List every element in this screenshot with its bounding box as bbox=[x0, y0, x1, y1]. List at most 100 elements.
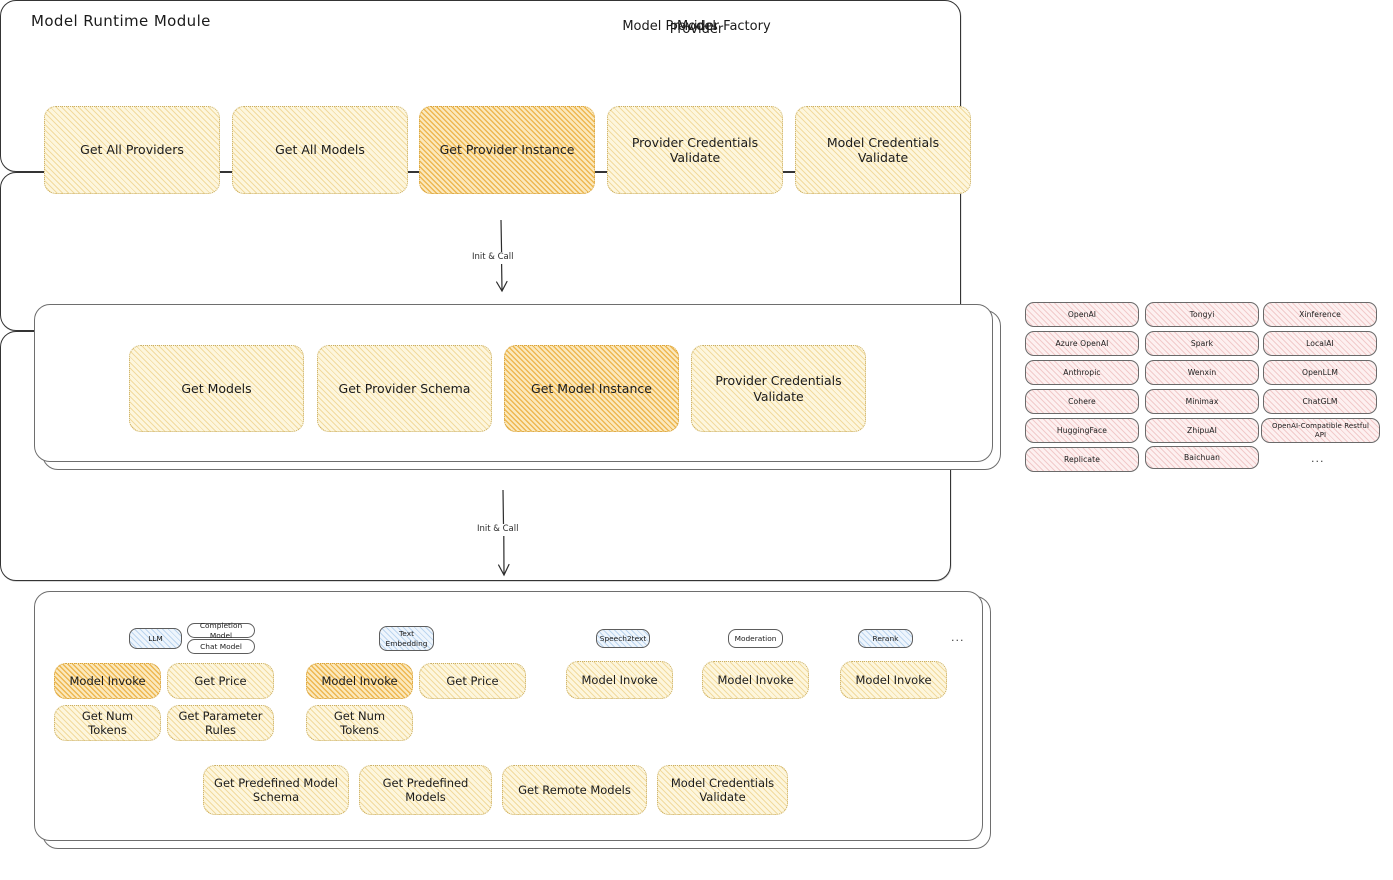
text-embedding-node-get-price[interactable]: Get Price bbox=[419, 663, 526, 699]
model-tag-label: Speech2text bbox=[599, 633, 647, 643]
moderation-node-model-invoke[interactable]: Model Invoke bbox=[702, 661, 809, 699]
rerank-node-model-invoke[interactable]: Model Invoke bbox=[840, 661, 947, 699]
node-label: Provider Credentials Validate bbox=[631, 134, 759, 165]
provider-chip-label: ChatGLM bbox=[1302, 396, 1338, 406]
model-node-get-predefined-model-schema[interactable]: Get Predefined Model Schema bbox=[203, 765, 349, 815]
factory-node-get-all-providers[interactable]: Get All Providers bbox=[44, 106, 220, 194]
llm-node-model-invoke[interactable]: Model Invoke bbox=[54, 663, 161, 699]
provider-chip-label: Azure OpenAI bbox=[1055, 338, 1109, 348]
model-tag-label: Rerank bbox=[872, 633, 899, 643]
node-label: Get Provider Instance bbox=[439, 142, 575, 158]
provider-chip-label: HuggingFace bbox=[1056, 425, 1108, 435]
model-subtag-label: Completion Model bbox=[199, 621, 243, 640]
arrow-provider-to-model bbox=[498, 489, 510, 577]
edge-label-init-and-call-2: Init & Call bbox=[474, 524, 522, 534]
provider-chip-label: Baichuan bbox=[1183, 452, 1221, 462]
provider-chip[interactable]: Minimax bbox=[1145, 389, 1259, 414]
page-title: Model Runtime Module bbox=[31, 12, 211, 30]
provider-chip[interactable]: Wenxin bbox=[1145, 360, 1259, 385]
node-label: Model Invoke bbox=[69, 673, 146, 688]
factory-node-provider-credentials-validate[interactable]: Provider Credentials Validate bbox=[607, 106, 783, 194]
factory-node-model-credentials-validate[interactable]: Model Credentials Validate bbox=[795, 106, 971, 194]
provider-chip[interactable]: Xinference bbox=[1263, 302, 1377, 327]
node-label: Get Parameter Rules bbox=[178, 708, 263, 737]
provider-chip[interactable]: Azure OpenAI bbox=[1025, 331, 1139, 356]
model-tag-label: Text Embedding bbox=[385, 629, 428, 648]
provider-chip[interactable]: OpenAI-Compatible Restful API bbox=[1261, 418, 1380, 443]
model-tag-label: Moderation bbox=[734, 633, 777, 643]
provider-node-provider-credentials-validate[interactable]: Provider Credentials Validate bbox=[691, 345, 866, 432]
model-tag-text-embedding[interactable]: Text Embedding bbox=[379, 626, 434, 651]
provider-chip[interactable]: Spark bbox=[1145, 331, 1259, 356]
provider-chip[interactable]: ZhipuAI bbox=[1145, 418, 1259, 443]
provider-chip[interactable]: Anthropic bbox=[1025, 360, 1139, 385]
provider-node-get-models[interactable]: Get Models bbox=[129, 345, 304, 432]
provider-chip-label: OpenAI-Compatible Restful API bbox=[1272, 421, 1369, 439]
text-embedding-node-get-num-tokens[interactable]: Get Num Tokens bbox=[306, 705, 413, 741]
model-tag-speech2text[interactable]: Speech2text bbox=[596, 629, 650, 648]
node-label: Model Invoke bbox=[855, 672, 932, 687]
arrow-factory-to-provider bbox=[496, 219, 508, 293]
model-tag-moderation[interactable]: Moderation bbox=[728, 629, 783, 648]
provider-chip[interactable]: Tongyi bbox=[1145, 302, 1259, 327]
node-label: Get Remote Models bbox=[518, 782, 631, 797]
node-label: Get Predefined Models bbox=[382, 775, 469, 804]
provider-node-get-model-instance[interactable]: Get Model Instance bbox=[504, 345, 679, 432]
node-label: Model Invoke bbox=[717, 672, 794, 687]
node-label: Get All Models bbox=[275, 142, 365, 158]
provider-chip[interactable]: HuggingFace bbox=[1025, 418, 1139, 443]
provider-node-get-provider-schema[interactable]: Get Provider Schema bbox=[317, 345, 492, 432]
provider-chip-label: Replicate bbox=[1063, 454, 1101, 464]
node-label: Get Num Tokens bbox=[81, 708, 134, 737]
node-label: Provider Credentials Validate bbox=[715, 373, 842, 404]
node-label: Get Price bbox=[194, 673, 247, 688]
provider-chip[interactable]: OpenLLM bbox=[1263, 360, 1377, 385]
provider-title: Provider bbox=[669, 22, 724, 37]
factory-node-get-provider-instance[interactable]: Get Provider Instance bbox=[419, 106, 595, 194]
node-label: Model Credentials Validate bbox=[826, 134, 940, 165]
provider-chip[interactable]: Cohere bbox=[1025, 389, 1139, 414]
text-embedding-node-model-invoke[interactable]: Model Invoke bbox=[306, 663, 413, 699]
model-groups-more-indicator: ... bbox=[951, 631, 965, 644]
node-label: Model Invoke bbox=[581, 672, 658, 687]
speech2text-node-model-invoke[interactable]: Model Invoke bbox=[566, 661, 673, 699]
provider-chip[interactable]: ChatGLM bbox=[1263, 389, 1377, 414]
model-tag-rerank[interactable]: Rerank bbox=[858, 629, 913, 648]
factory-node-get-all-models[interactable]: Get All Models bbox=[232, 106, 408, 194]
provider-chip[interactable]: Replicate bbox=[1025, 447, 1139, 472]
provider-chip-label: Minimax bbox=[1185, 396, 1219, 406]
provider-chip-label: LocalAI bbox=[1306, 338, 1334, 348]
provider-chip-label: Xinference bbox=[1299, 309, 1341, 319]
provider-chip[interactable]: OpenAI bbox=[1025, 302, 1139, 327]
llm-node-get-price[interactable]: Get Price bbox=[167, 663, 274, 699]
node-label: Model Invoke bbox=[321, 673, 398, 688]
provider-chip-label: Tongyi bbox=[1189, 309, 1215, 319]
edge-label-init-and-call-1: Init & Call bbox=[469, 252, 517, 262]
provider-chip-label: Anthropic bbox=[1063, 367, 1101, 377]
model-subtag-chat-model[interactable]: Chat Model bbox=[187, 639, 255, 654]
node-label: Get Models bbox=[181, 380, 252, 396]
model-subtag-label: Chat Model bbox=[200, 641, 242, 651]
node-label: Get Provider Schema bbox=[338, 380, 471, 396]
node-label: Get Price bbox=[446, 673, 499, 688]
provider-list-more-indicator: ... bbox=[1311, 452, 1325, 465]
llm-node-get-num-tokens[interactable]: Get Num Tokens bbox=[54, 705, 161, 741]
model-tag-label: LLM bbox=[148, 633, 163, 643]
model-subtag-completion-model[interactable]: Completion Model bbox=[187, 621, 255, 640]
node-label: Get Num Tokens bbox=[333, 708, 386, 737]
node-label: Get Predefined Model Schema bbox=[214, 775, 338, 804]
model-node-model-credentials-validate[interactable]: Model Credentials Validate bbox=[657, 765, 788, 815]
node-label: Model Credentials Validate bbox=[670, 775, 775, 804]
provider-chip[interactable]: LocalAI bbox=[1263, 331, 1377, 356]
provider-chip-label: Wenxin bbox=[1187, 367, 1217, 377]
llm-node-get-parameter-rules[interactable]: Get Parameter Rules bbox=[167, 705, 274, 741]
model-title: Model bbox=[676, 19, 717, 34]
model-node-get-predefined-models[interactable]: Get Predefined Models bbox=[359, 765, 492, 815]
model-tag-llm[interactable]: LLM bbox=[129, 628, 182, 649]
provider-chip-label: OpenAI bbox=[1067, 309, 1097, 319]
model-node-get-remote-models[interactable]: Get Remote Models bbox=[502, 765, 647, 815]
node-label: Get Model Instance bbox=[531, 380, 652, 396]
provider-chip-label: ZhipuAI bbox=[1187, 425, 1217, 435]
provider-chip-label: Spark bbox=[1190, 338, 1214, 348]
provider-chip[interactable]: Baichuan bbox=[1145, 446, 1259, 469]
